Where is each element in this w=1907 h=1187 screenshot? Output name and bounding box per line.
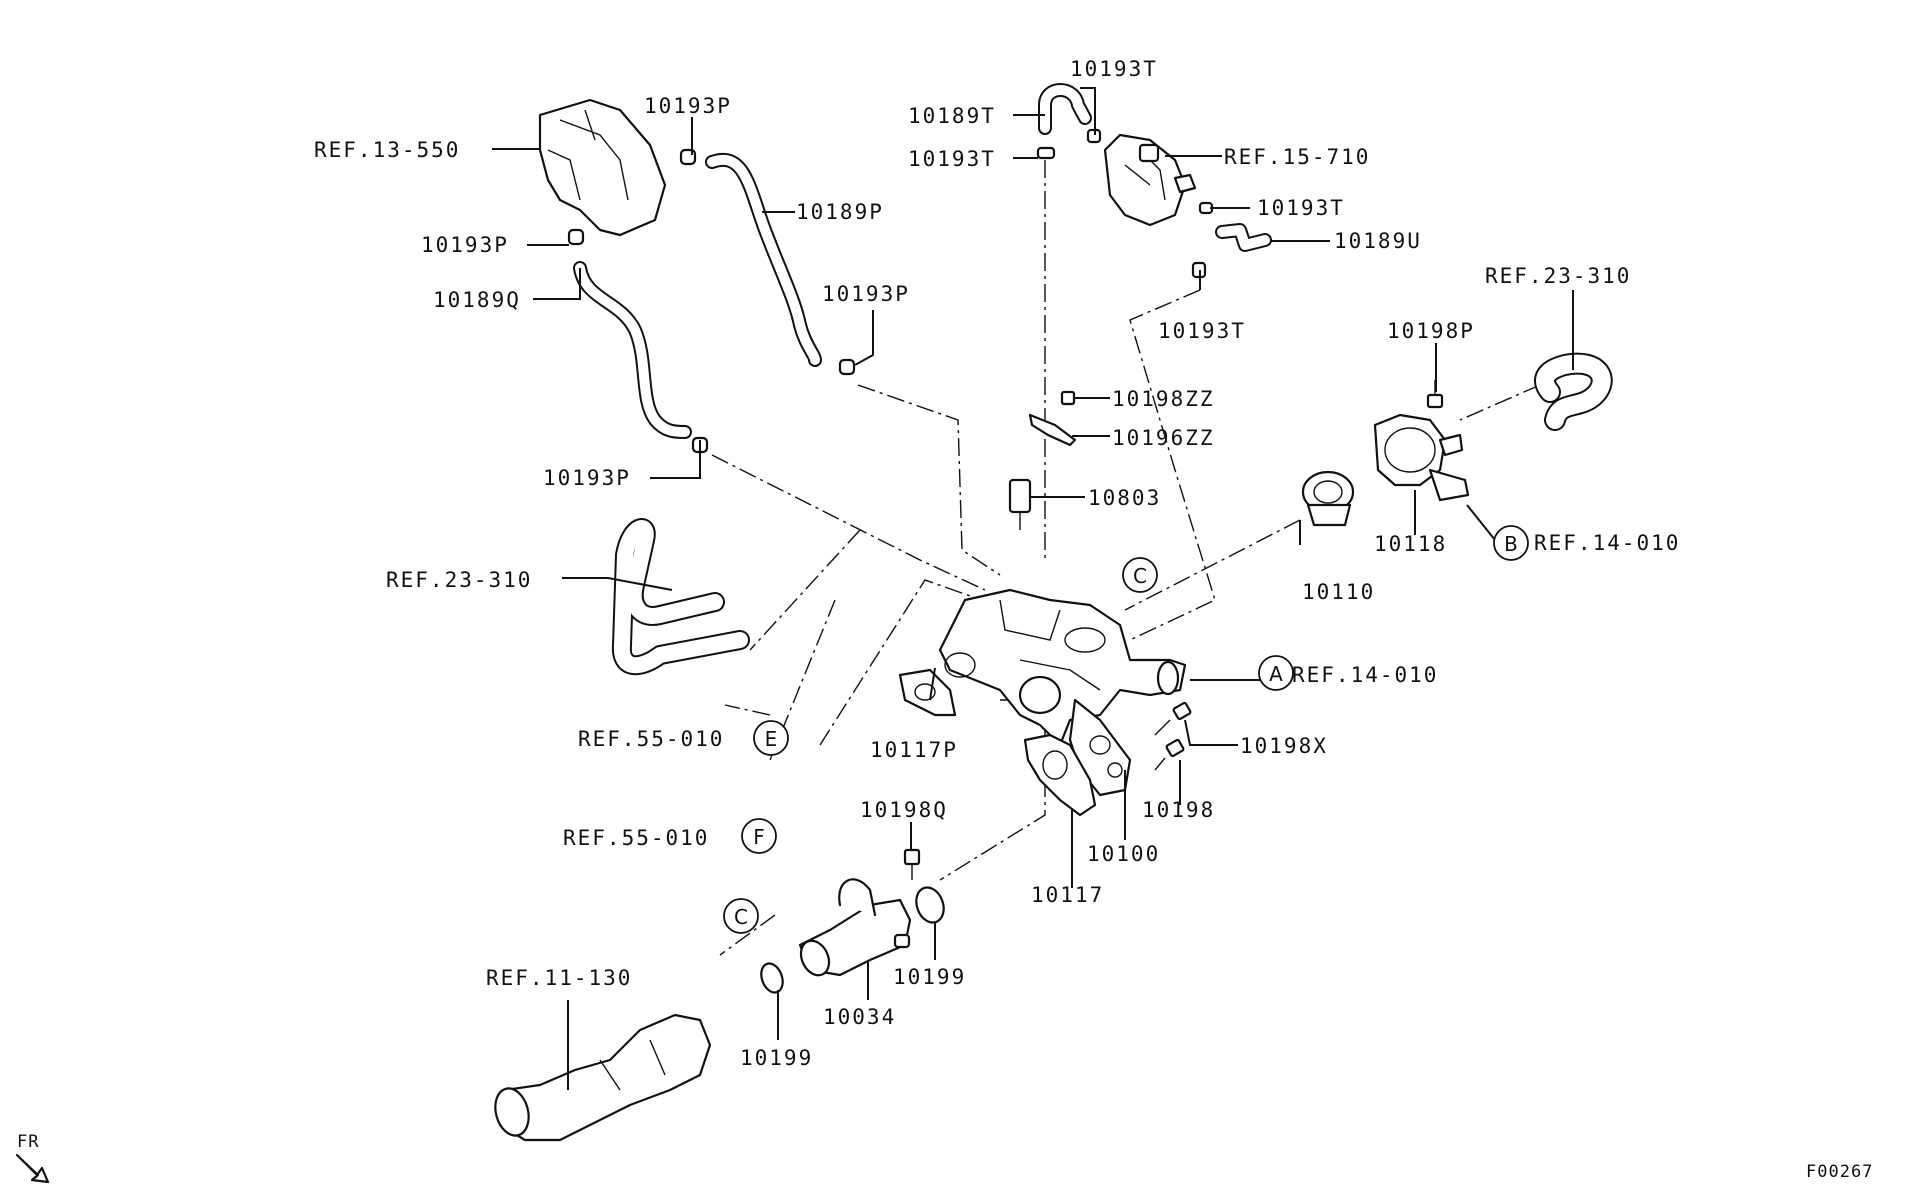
gasket-10117p xyxy=(898,668,957,717)
front-label: FR xyxy=(17,1132,39,1152)
label-ref-55-010-e: REF.55-010 xyxy=(578,727,724,751)
label-ref-11-130: REF.11-130 xyxy=(486,966,632,990)
callout-c-lower: C xyxy=(723,898,759,934)
label-ref-13-550: REF.13-550 xyxy=(314,138,460,162)
label-10117: 10117 xyxy=(1031,883,1104,907)
callout-b: B xyxy=(1493,525,1529,561)
water-pipe-10034 xyxy=(798,878,912,977)
label-10199-left: 10199 xyxy=(740,1046,813,1070)
label-ref-23-310-left: REF.23-310 xyxy=(386,568,532,592)
label-10100: 10100 xyxy=(1087,842,1160,866)
bolt-10198x xyxy=(1154,701,1192,736)
label-10193p-top: 10193P xyxy=(644,94,732,118)
bracket-10196zz xyxy=(1028,413,1077,447)
svg-text:A: A xyxy=(1269,662,1283,686)
label-10198q: 10198Q xyxy=(860,798,948,822)
thermostat-housing-10118 xyxy=(1373,413,1470,502)
callout-c-upper: C xyxy=(1122,557,1158,593)
label-10034: 10034 xyxy=(823,1005,896,1029)
front-arrow-icon xyxy=(15,1153,50,1184)
svg-text:C: C xyxy=(734,905,748,929)
radiator-hose-right xyxy=(1534,352,1613,431)
svg-text:B: B xyxy=(1504,532,1518,556)
cylinder-head-housing xyxy=(538,98,667,237)
front-direction-indicator: FR xyxy=(15,1132,50,1184)
callout-a: A xyxy=(1258,655,1294,691)
label-10198zz: 10198ZZ xyxy=(1112,387,1215,411)
label-10193t-right: 10193T xyxy=(1257,196,1345,220)
callout-e: E xyxy=(753,720,789,756)
label-10198x: 10198X xyxy=(1240,734,1328,758)
thermostat-10110 xyxy=(1301,470,1355,527)
figure-code: F00267 xyxy=(1806,1162,1873,1182)
label-10193t-top: 10193T xyxy=(1070,57,1158,81)
hose-10189p xyxy=(705,152,822,367)
part-labels: REF.13-550 10193P 10189P 10193P 10189Q 1… xyxy=(314,57,1873,1182)
water-outlet-body-10100 xyxy=(938,588,1187,797)
svg-text:F: F xyxy=(753,825,765,849)
water-pump-pipe xyxy=(494,1013,712,1142)
bolt-10198zz xyxy=(1060,390,1076,406)
bolt-10198q xyxy=(903,848,921,880)
label-10199-right: 10199 xyxy=(893,965,966,989)
label-10196zz: 10196ZZ xyxy=(1112,426,1215,450)
label-ref-14-010-b: REF.14-010 xyxy=(1534,531,1680,555)
radiator-hose-left xyxy=(611,518,750,676)
label-ref-14-010-a: REF.14-010 xyxy=(1292,663,1438,687)
label-10118: 10118 xyxy=(1374,532,1447,556)
label-10110: 10110 xyxy=(1302,580,1375,604)
label-10198: 10198 xyxy=(1142,798,1215,822)
label-ref-15-710: REF.15-710 xyxy=(1224,145,1370,169)
bolt-10198 xyxy=(1154,738,1185,771)
gasket-10117 xyxy=(1023,733,1097,817)
label-10193p-mid: 10193P xyxy=(822,282,910,306)
label-10189t: 10189T xyxy=(908,104,996,128)
hose-10189t xyxy=(1038,83,1092,135)
label-10193t-left: 10193T xyxy=(908,147,996,171)
label-10117p: 10117P xyxy=(870,738,958,762)
label-10803: 10803 xyxy=(1088,486,1161,510)
leader-lines xyxy=(492,87,1574,1090)
hose-10189u xyxy=(1215,223,1272,252)
svg-text:E: E xyxy=(765,727,778,751)
label-10189q: 10189Q xyxy=(433,288,521,312)
throttle-body xyxy=(1103,133,1197,227)
label-ref-55-010-f: REF.55-010 xyxy=(563,826,709,850)
label-10198p: 10198P xyxy=(1387,319,1475,343)
label-10189u: 10189U xyxy=(1334,229,1422,253)
label-10193p-bottom: 10193P xyxy=(543,466,631,490)
svg-text:C: C xyxy=(1133,564,1147,588)
label-10189p: 10189P xyxy=(796,200,884,224)
label-ref-23-310-right: REF.23-310 xyxy=(1485,264,1631,288)
label-10193t-lower: 10193T xyxy=(1158,319,1246,343)
hose-10189q xyxy=(573,261,692,439)
label-10193p-left: 10193P xyxy=(421,233,509,257)
sensor-10803 xyxy=(1008,478,1032,530)
callout-f: F xyxy=(741,818,777,854)
